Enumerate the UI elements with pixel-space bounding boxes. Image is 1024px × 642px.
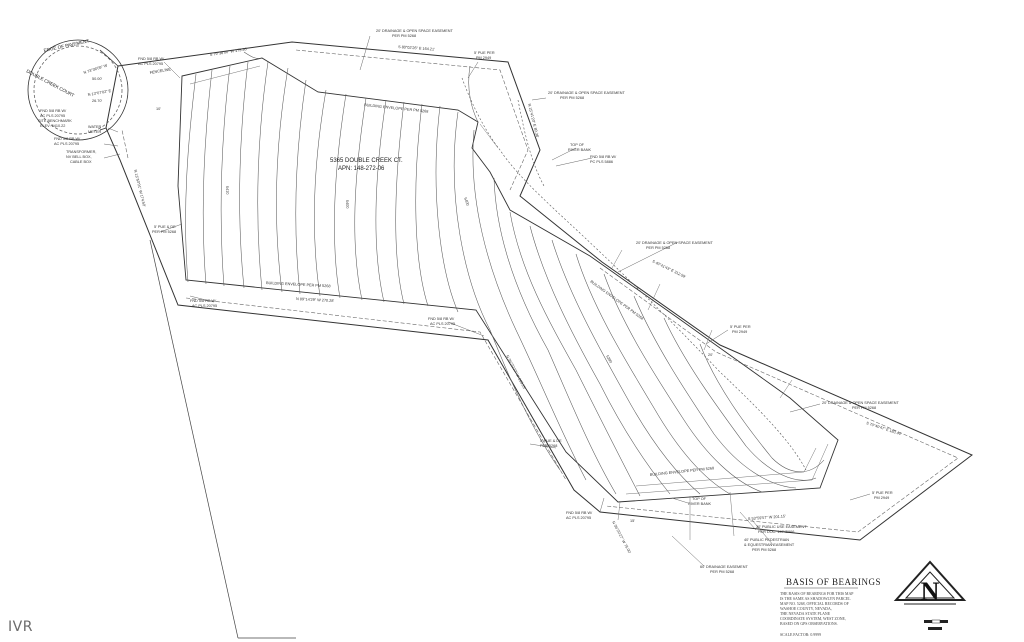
pue-top-label: 5' PUE PER xyxy=(474,51,495,55)
svg-text:PC PLS 5886: PC PLS 5886 xyxy=(590,160,613,164)
leader-lines xyxy=(103,35,871,567)
svg-text:26.70': 26.70' xyxy=(92,99,103,103)
envelope-left-label: BUILDING ENVELOPE PER PM 5268 xyxy=(266,281,331,288)
svg-text:PER 5268: PER 5268 xyxy=(540,444,557,448)
contour-lines xyxy=(185,51,825,497)
fenceline-label: FENCELINE xyxy=(149,67,171,75)
fnd-lower-label: FND 5/8 RB W/ xyxy=(566,511,593,515)
svg-text:PM 2949: PM 2949 xyxy=(874,496,889,500)
apn-label: APN: 148-272-06 xyxy=(338,166,385,172)
svg-text:IS THE SAME AS SHADOWLYN PARCE: IS THE SAME AS SHADOWLYN PARCEL xyxy=(780,597,851,601)
basis-title: BASIS OF BEARINGS xyxy=(786,577,881,587)
cul-de-sac xyxy=(27,39,129,141)
easement-lower-label: 20' DRAINAGE & OPEN SPACE EASEMENT xyxy=(822,401,900,405)
top-river-bank-2-label: TOP OF xyxy=(692,497,707,501)
fnd-bottom-mid-label: FND 5/8 RB W/ xyxy=(428,317,455,321)
svg-text:AC PLS 20795: AC PLS 20795 xyxy=(138,62,163,66)
envelope-bottom-label: BUILDING ENVELOPE PER PM 5268 xyxy=(650,466,715,477)
fnd-top-label: FND 5/8 RB W/ xyxy=(138,57,165,61)
svg-text:PER PM 5268: PER PM 5268 xyxy=(392,34,416,38)
svg-text:WASHOE COUNTY, NEVADA,: WASHOE COUNTY, NEVADA, xyxy=(780,607,832,612)
svg-text:COORDINATE SYSTEM, WEST ZONE,: COORDINATE SYSTEM, WEST ZONE, xyxy=(780,617,846,622)
top-river-bank-label: TOP OF xyxy=(570,143,585,147)
curve-bearing-label: N 73°36'09" W xyxy=(83,63,108,75)
contour-5400b-label: 5400 xyxy=(463,197,470,206)
easement-mid-label: 20' DRAINAGE & OPEN SPACE EASEMENT xyxy=(636,241,714,245)
property-boundary xyxy=(105,41,973,541)
svg-text:SCALE FACTOR: 0.9999: SCALE FACTOR: 0.9999 xyxy=(780,633,821,637)
contour-5410-label: 5410 xyxy=(225,186,229,195)
benchmark-label: FND 5/8 RB W/ xyxy=(40,109,67,113)
svg-text:& EQUESTRIAN EASEMENT: & EQUESTRIAN EASEMENT xyxy=(744,543,795,547)
svg-text:PER PM 5268: PER PM 5268 xyxy=(646,246,670,250)
adjacent-lot-lines xyxy=(149,239,296,639)
north-letter: N xyxy=(921,577,940,606)
svg-text:PER PM 5268: PER PM 5268 xyxy=(752,548,776,552)
basis-of-bearings: BASIS OF BEARINGS THE BASIS OF BEARINGS … xyxy=(780,577,881,637)
contour-5400-label: 5400 xyxy=(345,200,349,209)
drainage-60-label: 60' DRAINAGE EASEMENT xyxy=(700,565,748,569)
pue-right-label: 5' PUE PER xyxy=(730,325,751,329)
pue-left-label: 5' PUE & DE xyxy=(154,225,176,229)
dimension-20-label: 20' xyxy=(708,353,713,357)
north-arrow-icon: N xyxy=(893,560,967,630)
svg-text:MAP NO. 5268, OFFICIAL RECORDS: MAP NO. 5268, OFFICIAL RECORDS OF xyxy=(780,602,850,607)
svg-text:PM 2949: PM 2949 xyxy=(476,56,491,60)
svg-text:CABLE BOX: CABLE BOX xyxy=(70,160,92,164)
watermark-text: IVR xyxy=(8,619,33,635)
bearing-mid-label: N 89°14'29" W 270.28' xyxy=(296,297,335,303)
easement-lines xyxy=(121,49,959,533)
svg-text:50.00': 50.00' xyxy=(92,77,103,81)
pedestrian-easement-label: 40' PUBLIC PEDESTRIAN xyxy=(744,538,789,542)
dimension-15-label: 15' xyxy=(630,519,635,523)
transformer-label: TRANSFORMER, xyxy=(66,150,96,154)
svg-text:PER PM 5268: PER PM 5268 xyxy=(710,570,734,574)
svg-text:AC PLS 20795: AC PLS 20795 xyxy=(40,114,65,118)
svg-text:AC PLS 20795: AC PLS 20795 xyxy=(566,516,591,520)
svg-text:PER DOC. 14745966: PER DOC. 14745966 xyxy=(758,530,794,534)
svg-text:THE NEVADA STATE PLANE: THE NEVADA STATE PLANE xyxy=(780,612,831,616)
easement-top-label: 20' DRAINAGE & OPEN SPACE EASEMENT xyxy=(376,29,454,33)
svg-text:PER PM 5268: PER PM 5268 xyxy=(852,406,876,410)
pue-small-label: 5' PUE & DE xyxy=(540,439,562,443)
contour-5390-label: 5390 xyxy=(605,355,613,364)
fnd-right-label: FND 5/8 RB W/ xyxy=(590,155,617,159)
svg-text:AC PLS 20795: AC PLS 20795 xyxy=(54,142,79,146)
fnd-bottom-left-label: FND 5/8 RB W/ xyxy=(190,299,217,303)
svg-text:RIVER BANK: RIVER BANK xyxy=(568,148,591,152)
svg-text:N 13°07'02" E: N 13°07'02" E xyxy=(87,89,111,97)
svg-text:PM 2949: PM 2949 xyxy=(732,330,747,334)
bearing-top-label: S 79°38'00" W 175.36' xyxy=(210,47,248,57)
dimension-10-label: 10' xyxy=(156,107,161,111)
svg-text:NV BELL BOX,: NV BELL BOX, xyxy=(66,155,92,159)
water-meter-label: WATER xyxy=(88,125,102,129)
fnd-left-label: FND 5/8 RB W/ xyxy=(54,137,81,141)
public-use-label: 30' PUBLIC USE EASEMENT xyxy=(756,525,807,529)
svg-text:RIVER BANK: RIVER BANK xyxy=(688,502,711,506)
easement-right-label: 20' DRAINAGE & OPEN SPACE EASEMENT xyxy=(548,91,626,95)
svg-text:THE BASIS OF BEARINGS FOR THIS: THE BASIS OF BEARINGS FOR THIS MAP xyxy=(780,592,854,596)
property-address-label: 5365 DOUBLE CREEK CT. xyxy=(330,158,403,164)
dimension-ticks xyxy=(479,123,793,540)
setback-lines xyxy=(189,65,829,495)
scale-bar xyxy=(924,619,948,630)
svg-text:AC PLS 20795: AC PLS 20795 xyxy=(430,322,455,326)
pue-lower-label: 5' PUE PER xyxy=(872,491,893,495)
svg-text:BASED ON GPS OBSERVATIONS.: BASED ON GPS OBSERVATIONS. xyxy=(780,622,838,626)
svg-text:PER PM 5268: PER PM 5268 xyxy=(560,96,584,100)
river-bank-lines xyxy=(461,77,807,471)
building-envelope xyxy=(177,57,839,503)
svg-text:ELEV: 5410.22: ELEV: 5410.22 xyxy=(40,124,65,128)
envelope-top-label: BUILDING ENVELOPE PER PM 5268 xyxy=(364,103,429,114)
bearing-top-right-label: S 80°02'26" E 164.21' xyxy=(398,45,435,52)
svg-text:AC PLS 20795: AC PLS 20795 xyxy=(192,304,217,308)
svg-text:METER: METER xyxy=(88,130,102,134)
svg-text:PER PM 5268: PER PM 5268 xyxy=(152,230,176,234)
svg-text:SITE BENCHMARK: SITE BENCHMARK xyxy=(38,119,72,123)
bearing-bottom-label: S 53°59'57" W 201.15' xyxy=(748,514,786,521)
